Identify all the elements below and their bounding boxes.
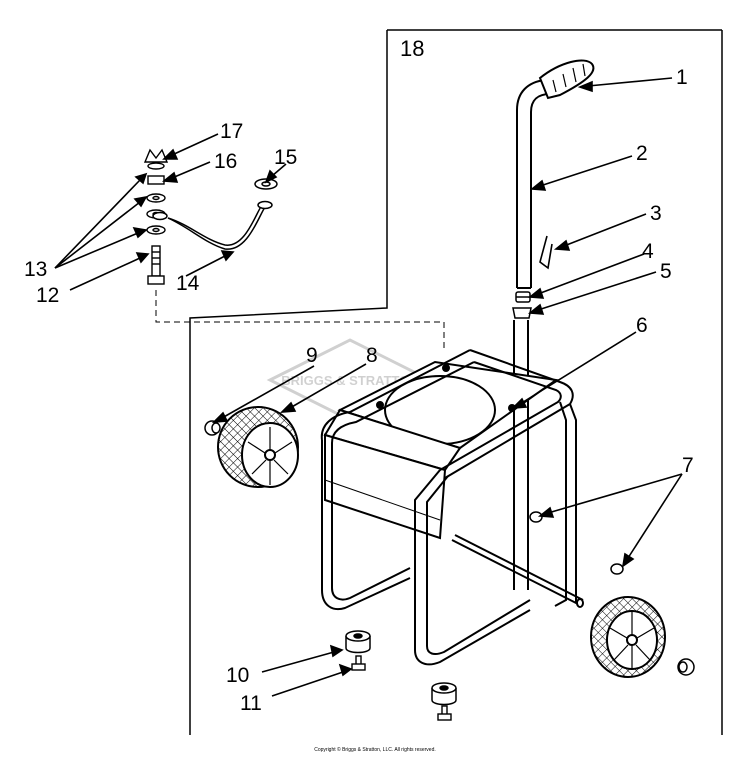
ground-strap (152, 178, 278, 250)
tubular-frame (320, 349, 577, 666)
left-wheel (217, 406, 299, 488)
dashed-connection-line (155, 290, 445, 352)
right-wheel (590, 596, 666, 678)
callout-13: 13 (24, 258, 47, 281)
callout-4: 4 (642, 240, 654, 263)
callout-5: 5 (660, 260, 672, 283)
callout-8: 8 (366, 344, 378, 367)
callout-17: 17 (220, 120, 243, 143)
callout-10: 10 (226, 664, 249, 687)
callout-numbers: 1 2 3 4 5 6 7 8 9 10 11 12 13 14 15 16 1… (24, 66, 694, 715)
callout-15: 15 (274, 146, 297, 169)
callout-2: 2 (636, 142, 648, 165)
callout-1: 1 (676, 66, 688, 89)
callout-14: 14 (176, 272, 200, 295)
fittings-4-5 (512, 291, 532, 319)
callout-12: 12 (36, 284, 59, 307)
frame-18-border (189, 29, 723, 735)
leader-lines (54, 77, 683, 697)
frame-18-label: 18 (400, 36, 424, 61)
callout-3: 3 (650, 202, 662, 225)
callout-9: 9 (306, 344, 318, 367)
callout-16: 16 (214, 150, 237, 173)
hubcap-left (204, 420, 221, 436)
callout-11: 11 (240, 692, 262, 715)
clip-part (539, 235, 553, 270)
axle (451, 534, 584, 608)
callout-7: 7 (682, 454, 694, 477)
callout-6: 6 (636, 314, 648, 337)
hubcap-right (677, 658, 695, 676)
copyright-notice: Copyright © Briggs & Stratton, LLC. All … (314, 747, 436, 753)
svg-text:BRIGGS & STRATTON: BRIGGS & STRATTON (281, 373, 418, 388)
spacers-7 (529, 511, 624, 575)
handle-socket-tube (513, 320, 529, 590)
handle-assembly (516, 59, 595, 289)
screws-11 (351, 655, 452, 721)
rubber-feet (345, 630, 457, 706)
